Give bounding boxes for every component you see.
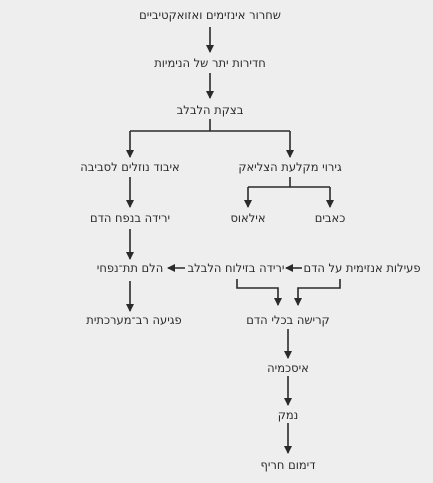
node-enzyme-release: שחרור אינזימים ואזואקטיביים bbox=[139, 8, 281, 22]
node-fluid-loss: איבוד נוזלים לסביבה bbox=[80, 160, 180, 174]
arrow-perfusion-to-coag bbox=[236, 279, 282, 306]
node-multi-system: פגיעה רב־מערכתית bbox=[86, 313, 182, 327]
node-ileus: אילאוס bbox=[230, 211, 266, 225]
node-hemorrhage: דימום חריף bbox=[260, 458, 316, 472]
node-ischemia: איסכמיה bbox=[267, 361, 309, 375]
node-bp-drop: ירידה בנפח הדם bbox=[89, 211, 171, 225]
node-pain: כאבים bbox=[314, 211, 346, 225]
node-intravascular-coag: קרישה בכלי הדם bbox=[246, 313, 330, 327]
arrow-enzyme-to-coag bbox=[294, 279, 341, 306]
node-enzyme-activity: פעילות אנזימית על הדם bbox=[303, 261, 421, 275]
node-pancreas-edema: בצקת הלבלב bbox=[176, 103, 244, 117]
node-pancreatic-leak: חדירות יתר של הנימיות bbox=[154, 56, 266, 70]
node-necrosis: נמק bbox=[277, 408, 299, 422]
node-pancreatic-perfusion-drop: ירידה בזילוח הלבלב bbox=[187, 261, 285, 275]
node-hypovolemic-shock: הלם תת־נפחי bbox=[96, 261, 164, 275]
node-celiac-irritation: גירוי מקלעת הצליאק bbox=[238, 160, 342, 174]
